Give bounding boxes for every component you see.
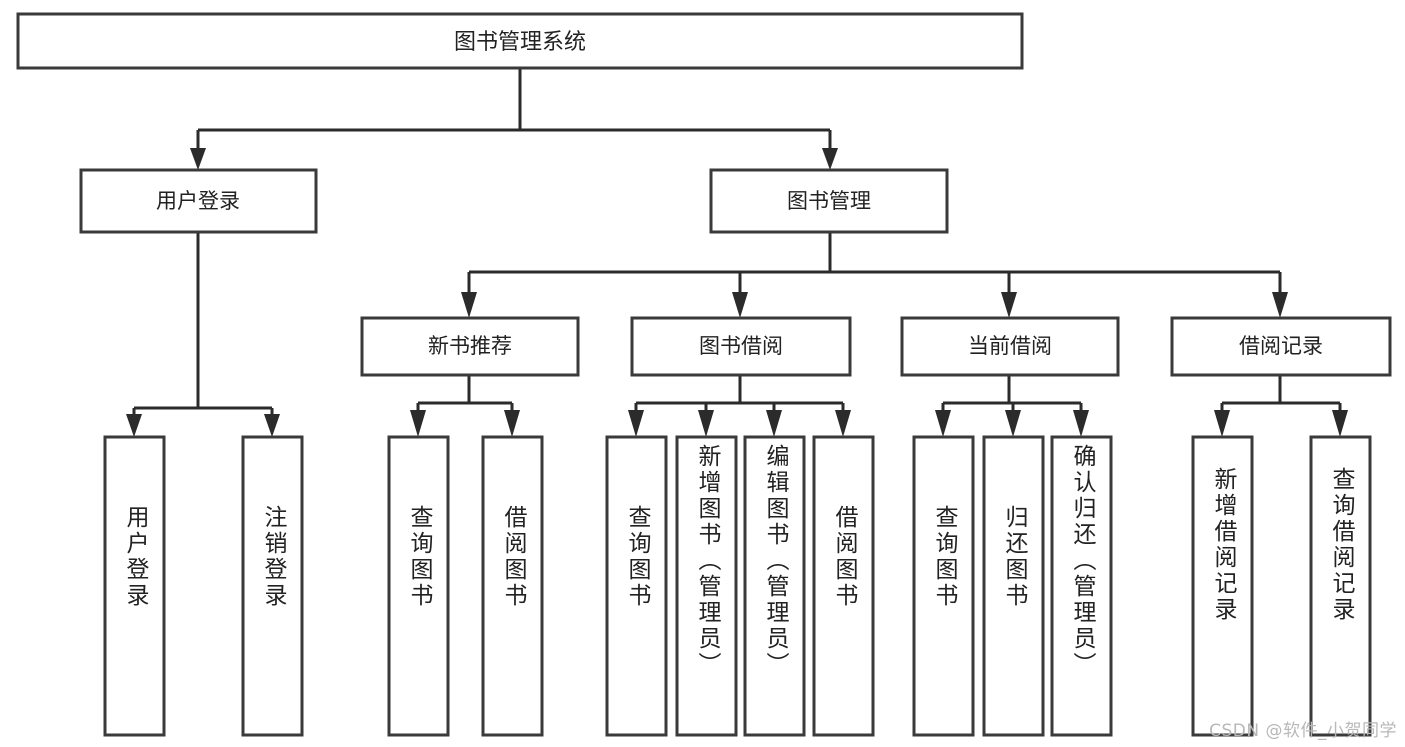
- arrow-head-leaf-confirm-return: [1073, 410, 1089, 437]
- connector-group-new-book-recommend: [410, 375, 520, 437]
- arrow-head-book-borrow: [732, 292, 748, 318]
- node-book-borrow-label: 图书借阅: [699, 334, 783, 358]
- leaf-box-edit-book[interactable]: [743, 435, 806, 737]
- leaf-box-query-book-1[interactable]: [387, 435, 450, 737]
- arrow-head-leaf-add-record: [1214, 410, 1230, 437]
- arrow-head-borrow-record: [1272, 292, 1288, 318]
- node-user-login-box[interactable]: [79, 168, 318, 234]
- node-current-borrow-box[interactable]: [900, 316, 1120, 377]
- node-current-borrow[interactable]: 当前借阅: [900, 316, 1120, 377]
- node-book-borrow-box[interactable]: [630, 316, 852, 377]
- connector-group-borrow-record: [1214, 375, 1348, 437]
- node-user-login-label: 用户登录: [156, 189, 240, 213]
- node-root-label: 图书管理系统: [454, 30, 586, 55]
- arrow-head-leaf-query-book-2: [628, 410, 644, 437]
- arrow-head-leaf-query-book-1: [410, 410, 426, 437]
- arrow-head-user-login: [190, 148, 206, 170]
- leaf-box-query-book-3[interactable]: [912, 435, 975, 737]
- arrow-head-leaf-return-book: [1005, 410, 1021, 437]
- node-new-book-recommend[interactable]: 新书推荐: [360, 316, 580, 377]
- arrow-head-book-manage: [822, 148, 838, 170]
- leaf-box-user-logout[interactable]: [241, 435, 304, 737]
- node-borrow-record[interactable]: 借阅记录: [1170, 316, 1392, 377]
- arrow-head-current-borrow: [1001, 292, 1017, 318]
- node-new-book-recommend-box[interactable]: [360, 316, 580, 377]
- node-current-borrow-label: 当前借阅: [968, 334, 1052, 358]
- node-user-login[interactable]: 用户登录: [79, 168, 318, 234]
- leaf-box-borrow-book-1[interactable]: [481, 435, 544, 737]
- leaf-box-return-book[interactable]: [982, 435, 1045, 737]
- arrow-head-leaf-user-login: [126, 414, 142, 437]
- connector-group-user-login: [126, 232, 280, 437]
- leaf-box-confirm-return[interactable]: [1050, 435, 1113, 737]
- arrow-head-leaf-borrow-book-1: [504, 410, 520, 437]
- node-book-manage-box[interactable]: [709, 168, 949, 234]
- connector-group-root: [190, 68, 838, 170]
- csdn-watermark: CSDN @软件_小贺同学: [1209, 721, 1397, 741]
- leaf-box-query-record[interactable]: [1309, 435, 1372, 737]
- node-new-book-recommend-label: 新书推荐: [428, 334, 512, 358]
- connector-group-book-borrow: [628, 375, 851, 437]
- arrow-head-leaf-user-logout: [264, 414, 280, 437]
- node-book-borrow[interactable]: 图书借阅: [630, 316, 852, 377]
- leaf-box-borrow-book-2[interactable]: [812, 435, 875, 737]
- arrow-head-leaf-edit-book: [766, 410, 782, 437]
- arrow-head-new-book-recommend: [461, 292, 477, 318]
- node-borrow-record-box[interactable]: [1170, 316, 1392, 377]
- leaf-boxes: [103, 435, 1372, 737]
- arrow-head-leaf-query-book-3: [935, 410, 951, 437]
- arrow-head-leaf-query-record: [1332, 410, 1348, 437]
- node-root[interactable]: 图书管理系统: [16, 12, 1024, 70]
- leaf-box-add-record[interactable]: [1191, 435, 1254, 737]
- node-borrow-record-label: 借阅记录: [1239, 334, 1323, 358]
- leaf-box-user-login[interactable]: [103, 435, 166, 737]
- arrow-head-leaf-borrow-book-2: [835, 410, 851, 437]
- arrow-head-leaf-add-book: [698, 410, 714, 437]
- connector-group-book-manage: [461, 232, 1288, 318]
- node-book-manage-label: 图书管理: [787, 189, 871, 213]
- leaf-box-add-book[interactable]: [675, 435, 738, 737]
- node-book-manage[interactable]: 图书管理: [709, 168, 949, 234]
- connector-group-current-borrow: [935, 375, 1089, 437]
- node-root-box[interactable]: [16, 12, 1024, 70]
- leaf-box-query-book-2[interactable]: [605, 435, 668, 737]
